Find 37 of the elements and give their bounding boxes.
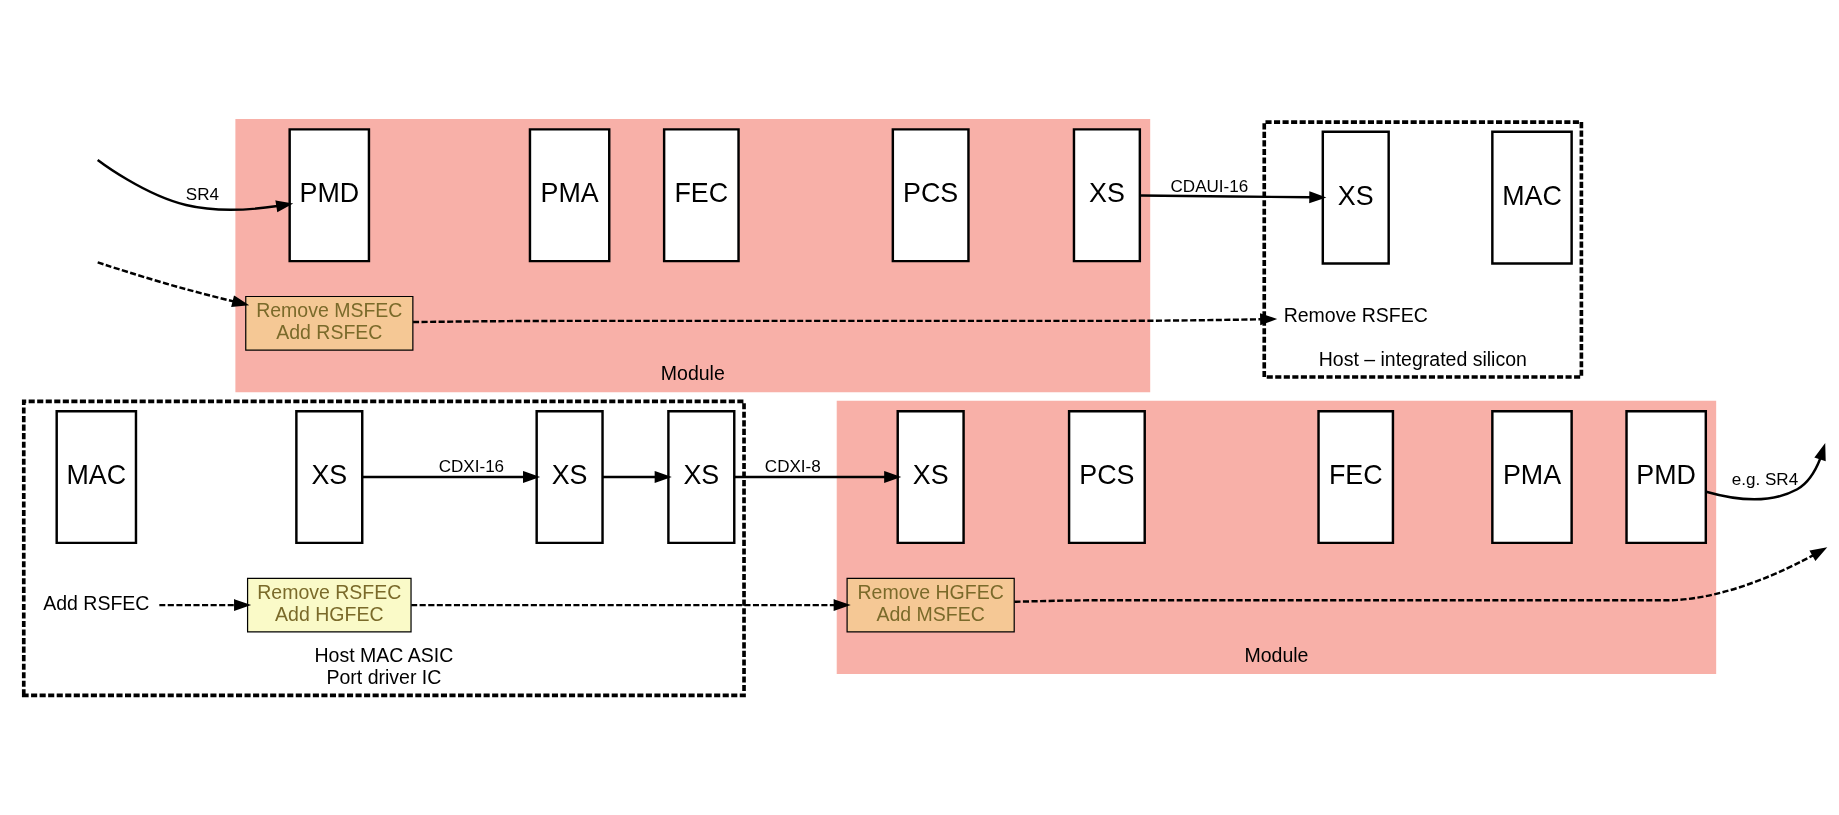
arrow	[362, 471, 541, 484]
edge-label: e.g. SR4	[1731, 469, 1799, 489]
node-box: XS	[535, 409, 604, 545]
node-box: PCS	[891, 128, 970, 263]
arrow	[1014, 547, 1828, 604]
node-box: PMA	[528, 128, 611, 263]
node-box: XS	[295, 409, 364, 545]
arrow	[159, 599, 252, 612]
edge-label: CDXI-8	[764, 457, 821, 477]
node-box: PMA	[1491, 409, 1573, 545]
edge-label: CDAUI-16	[1170, 176, 1249, 196]
node-box: XS	[1072, 128, 1142, 263]
arrow	[602, 471, 672, 483]
arrow	[413, 313, 1278, 326]
node-box: XS	[1321, 130, 1390, 265]
node-text: Add RSFEC	[43, 591, 150, 614]
node-box: FEC	[1317, 409, 1395, 545]
node-box: MAC	[55, 409, 138, 545]
edge-label: SR4	[185, 185, 220, 205]
node-box: Remove RSFEC Add HGFEC	[246, 577, 412, 633]
arrow	[734, 471, 902, 483]
arrow	[1705, 443, 1826, 501]
node-box: XS	[667, 409, 736, 545]
arrow	[96, 159, 294, 213]
node-box: Remove MSFEC Add RSFEC	[245, 295, 414, 351]
arrow	[411, 599, 851, 612]
arrow	[1140, 191, 1327, 204]
node-box: PMD	[1625, 409, 1707, 545]
arrow	[97, 261, 250, 308]
edge-label: CDXI-16	[438, 457, 505, 477]
node-box: XS	[896, 409, 965, 545]
node-box: PMD	[288, 128, 371, 263]
node-box: FEC	[662, 128, 740, 263]
node-box: MAC	[1491, 130, 1573, 265]
node-box: Remove HGFEC Add MSFEC	[846, 577, 1015, 633]
node-text: Remove RSFEC	[1283, 303, 1428, 326]
node-box: PCS	[1067, 409, 1146, 545]
